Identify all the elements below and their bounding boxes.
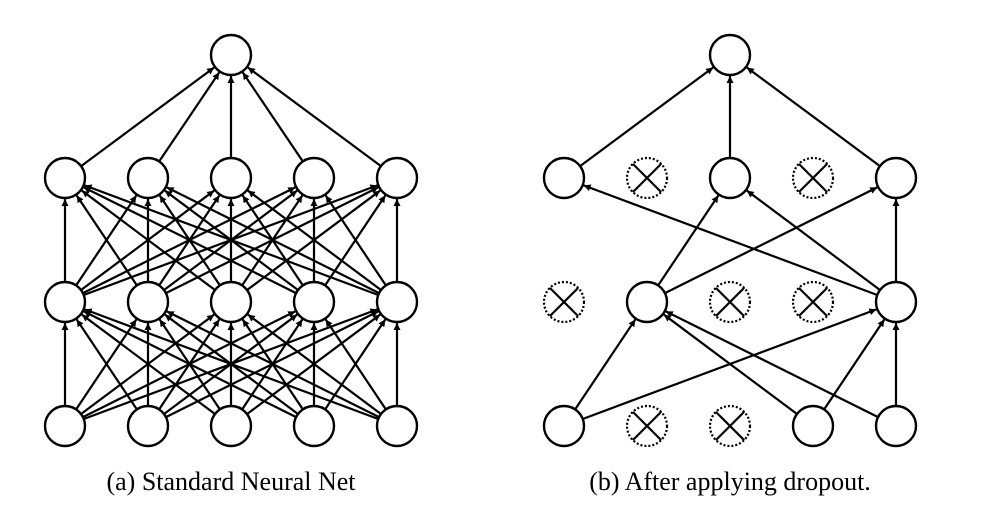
cross-icon (632, 163, 662, 193)
connection-arrow (247, 313, 382, 415)
panel-dropout-net (542, 33, 918, 448)
connection-arrow (583, 184, 878, 297)
dropped-neuron-hidden-1-4 (791, 280, 835, 324)
nodes (542, 33, 918, 448)
connection-arrow (241, 71, 304, 163)
neuron-output-1 (708, 33, 752, 77)
connection-arrow (81, 189, 216, 291)
connection-arrow (158, 71, 221, 163)
cross-icon (715, 287, 745, 317)
neuron-input-1 (542, 404, 586, 448)
cross-icon (798, 163, 828, 193)
neuron-input-4 (791, 404, 835, 448)
panel-standard-net (43, 33, 419, 448)
neuron-input-4 (292, 404, 336, 448)
connection-arrow (166, 310, 380, 419)
dropped-neuron-hidden-2-4 (791, 156, 835, 200)
cross-icon (798, 287, 828, 317)
neuron-hidden-2-4 (292, 156, 336, 200)
connection-arrow (664, 186, 878, 295)
neuron-hidden-1-2 (126, 280, 170, 324)
connection-arrow (247, 189, 382, 291)
connection-arrow (80, 66, 215, 167)
connection-arrow (75, 318, 138, 410)
cross-icon (632, 411, 662, 441)
cross-icon (715, 411, 745, 441)
neuron-hidden-1-2 (625, 280, 669, 324)
neuron-input-1 (43, 404, 87, 448)
neuron-hidden-2-2 (126, 156, 170, 200)
connection-arrow (166, 186, 380, 295)
neuron-output-1 (209, 33, 253, 77)
neuron-input-3 (209, 404, 253, 448)
neuron-hidden-2-5 (874, 156, 918, 200)
dropped-neuron-hidden-1-1 (542, 280, 586, 324)
connection-arrow (84, 308, 379, 421)
connection-arrow (579, 66, 714, 167)
dropped-neuron-input-2 (625, 404, 669, 448)
edges (574, 66, 900, 421)
connection-arrow (746, 66, 881, 167)
neuron-hidden-1-1 (43, 280, 87, 324)
cross-icon (549, 287, 579, 317)
neuron-input-2 (126, 404, 170, 448)
connection-arrow (81, 313, 216, 415)
connection-arrow (574, 318, 637, 410)
caption-dropout-net: (b) After applying dropout. (589, 467, 871, 496)
neuron-hidden-2-3 (209, 156, 253, 200)
connection-arrow (324, 194, 387, 286)
neuron-hidden-1-3 (209, 280, 253, 324)
connection-arrow (663, 313, 798, 415)
neuron-hidden-1-5 (874, 280, 918, 324)
edges (61, 66, 401, 421)
connection-arrow (84, 184, 379, 297)
dropped-neuron-hidden-2-2 (625, 156, 669, 200)
neuron-hidden-2-1 (43, 156, 87, 200)
neuron-hidden-2-1 (542, 156, 586, 200)
dropped-neuron-input-3 (708, 404, 752, 448)
connection-arrow (324, 318, 387, 410)
neuron-hidden-1-5 (375, 280, 419, 324)
connection-arrow (83, 310, 297, 419)
neuron-hidden-2-3 (708, 156, 752, 200)
connection-arrow (83, 186, 297, 295)
dropped-neuron-hidden-1-3 (708, 280, 752, 324)
neuron-hidden-2-5 (375, 156, 419, 200)
connection-arrow (247, 66, 382, 167)
connection-arrow (657, 194, 720, 286)
caption-standard-net: (a) Standard Neural Net (106, 467, 356, 496)
neuron-input-5 (874, 404, 918, 448)
connection-arrow (75, 194, 138, 286)
nodes (43, 33, 419, 448)
neuron-hidden-1-4 (292, 280, 336, 324)
connection-arrow (665, 310, 879, 419)
neuron-input-5 (375, 404, 419, 448)
connection-arrow (746, 189, 881, 291)
